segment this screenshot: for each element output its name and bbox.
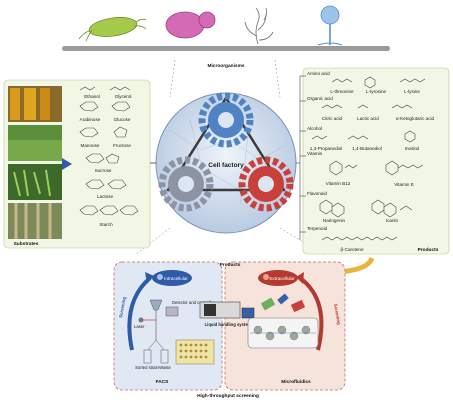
product-beta-carotene: β-Carotene (340, 247, 364, 252)
facs-label: FACS (156, 379, 170, 385)
product-icariin: Icariin (386, 218, 399, 223)
substrate-fructose: Fructose (113, 143, 131, 148)
high-throughput-screening-label: High-throughput screening (197, 393, 259, 399)
microfluidics-label: Microfluidics (281, 379, 311, 385)
intracellular-label: Intracellular (164, 276, 188, 281)
product-citric-acid: Citric acid (322, 116, 343, 121)
mold-icon (317, 5, 343, 46)
waste-label: Waste (159, 365, 171, 370)
filamentous-fungus-icon (244, 7, 274, 45)
extracellular-bubble (258, 270, 298, 286)
substrate-lactose: Lactose (97, 194, 114, 199)
facs-apparatus (138, 299, 179, 364)
microorganisms-label: Microorganisms (207, 63, 244, 69)
product-vitamin-b12: Vitamin B12 (326, 181, 351, 186)
red-gear (238, 156, 294, 212)
cell-factory-label: Cell factory (208, 162, 244, 169)
yeast-icon (165, 11, 216, 39)
product-l-lysine: L-lysine (404, 89, 420, 94)
product-category-amino-acid: Amino acid (307, 71, 330, 76)
substrate-sucrose: Sucrose (95, 168, 112, 173)
product-category-terpenoid: Terpenoid (307, 226, 328, 231)
extracellular-label: Extracellular (269, 276, 295, 281)
microfluidic-chip (247, 293, 319, 349)
substrate-starch: Starch (99, 222, 113, 227)
products-side-label: Products (418, 247, 439, 253)
intracellular-bubble (152, 270, 192, 286)
product-lactic-acid: Lactic acid (357, 116, 379, 121)
product-ketoglutaric-acid: α-Ketoglutaric acid (396, 116, 435, 121)
cell-factory: Cell factory (155, 92, 297, 234)
screening-panel: Products Intracellular Extracellular Scr… (113, 261, 346, 391)
screening-arrow-left (127, 276, 152, 351)
screening-right-label: Screening (333, 303, 342, 325)
product-propanediol: 1,3-Propanediol (310, 146, 342, 151)
product-l-tyrosine: L-tyrosine (366, 89, 387, 94)
product-l-threonine: L-threonine (330, 89, 354, 94)
screening-arrow-right (298, 276, 324, 351)
substrate-glucose: Glucose (114, 117, 131, 122)
substrate-mannose: Mannose (81, 143, 100, 148)
product-naringenin: Naringenin (323, 218, 346, 223)
sorted-strain-label: Sorted strain (135, 365, 159, 370)
bacterium-icon (78, 17, 147, 42)
liquid-handling-label: Liquid handling system (205, 322, 252, 327)
products-panel: Amino acid Organic acid Alcohol Vitamin … (296, 67, 450, 255)
product-category-alcohol: Alcohol (307, 126, 322, 131)
detector-label: Detector and controller (172, 300, 215, 305)
substrates-label: Substrates (14, 241, 39, 247)
substrate-ethanol: Ethanol (84, 94, 100, 99)
microplate-icon (175, 339, 215, 365)
product-inositol: Inositol (405, 146, 420, 151)
bottom-products-label: Products (220, 262, 241, 268)
blue-gear (198, 92, 254, 148)
laser-label: Laser (134, 324, 145, 329)
product-category-flavonoid: Flavonoid (307, 191, 327, 196)
zoom-lines (134, 59, 326, 256)
substrates-panel: Ethanol Glycerol Arabinose Glucose Manno… (3, 79, 151, 249)
product-vitamin-e: Vitamin E (394, 182, 414, 187)
product-butanediol: 1,4-Butanediol (352, 146, 382, 151)
product-category-organic-acid: Organic acid (307, 96, 333, 101)
liquid-handling-robot (199, 301, 255, 319)
substrate-glycerol: Glycerol (115, 94, 132, 99)
gray-gear (158, 156, 214, 212)
substrate-arabinose: Arabinose (80, 117, 101, 122)
product-category-vitamin: Vitamin (307, 151, 323, 156)
microorganism-bar (62, 46, 390, 51)
screening-left-label: Screening (118, 296, 127, 318)
